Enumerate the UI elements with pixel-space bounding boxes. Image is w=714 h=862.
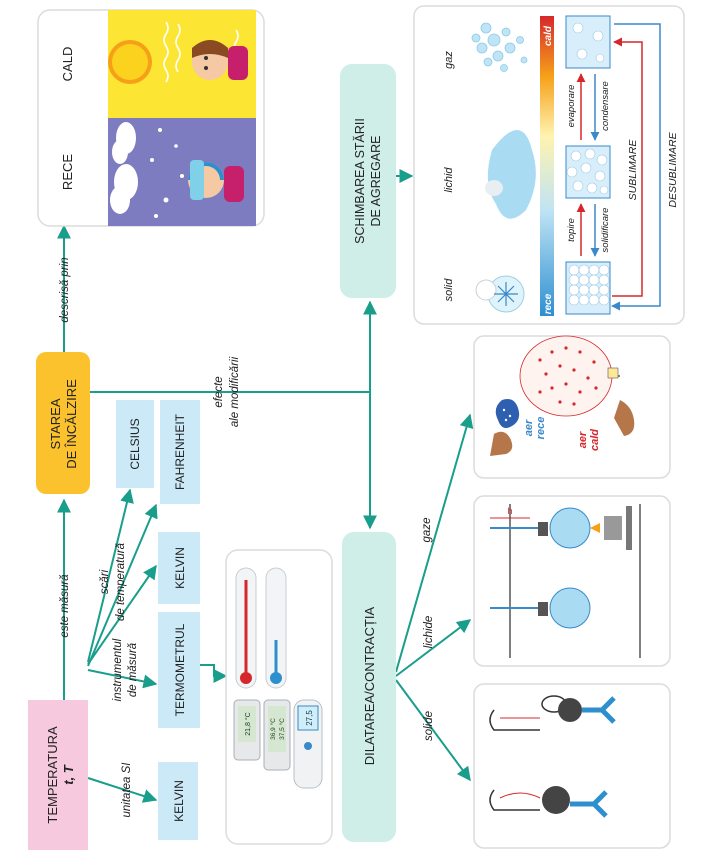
edge-kelvin-si bbox=[87, 777, 158, 803]
gas-particles-box bbox=[565, 15, 611, 69]
label-unitatea-si: unitatea SI bbox=[121, 762, 133, 818]
edge-solide bbox=[395, 679, 471, 782]
label-instrumentul-1: instrumentul bbox=[112, 638, 124, 701]
node-termometrul: TERMOMETRUL bbox=[158, 612, 200, 728]
celsius-label: CELSIUS bbox=[128, 418, 142, 469]
node-kelvin-si: KELVIN bbox=[158, 762, 198, 840]
hot-child-icon bbox=[192, 40, 248, 80]
thermometer-reading-1: 21,8 °C bbox=[244, 712, 252, 735]
hot-balloon-icon bbox=[519, 335, 620, 417]
kelvin-si-label: KELVIN bbox=[172, 780, 186, 822]
arrow-sublimare bbox=[612, 37, 643, 297]
edge-celsius bbox=[87, 488, 134, 663]
liquid-flask-panel: h bbox=[473, 495, 671, 667]
state-label-gaz: gaz bbox=[443, 51, 455, 69]
ice-cube-icon bbox=[475, 275, 525, 313]
label-descrisa-prin: descrisă prin bbox=[59, 257, 71, 322]
node-schimbarea: SCHIMBAREA STĂRII DE AGREGARE bbox=[340, 64, 396, 298]
red-thermometer-icon bbox=[235, 567, 257, 689]
starea-subtitle: DE ÎNCĂLZIRE bbox=[64, 379, 79, 469]
digital-thermometer-icon: 27,5 bbox=[293, 699, 323, 789]
solid-particles-box bbox=[565, 261, 611, 315]
flask-icon bbox=[490, 587, 591, 629]
kelvin-scale-label: KELVIN bbox=[173, 547, 187, 589]
balloon-aer-cald-2: cald bbox=[589, 429, 601, 451]
state-label-lichid: lichid bbox=[443, 167, 455, 193]
arrow-desublimare bbox=[611, 23, 661, 311]
liquid-particles-box bbox=[565, 145, 611, 199]
water-puddle-icon bbox=[485, 130, 536, 219]
balloon-aer-rece-1: aer bbox=[523, 419, 535, 436]
starea-title: STAREA bbox=[48, 398, 63, 449]
gradient-label-rece: rece bbox=[543, 293, 554, 314]
solid-ring-panel bbox=[473, 683, 671, 849]
thermometer-reading-2: 27,5 bbox=[305, 710, 314, 726]
digital-box-thermometer-1: 21,8 °C bbox=[233, 699, 261, 761]
thermometer-reading-3: 36,9 °C bbox=[269, 718, 277, 740]
node-dilatarea: DILATAREA/CONTRACȚIA bbox=[342, 532, 396, 842]
edge-kelvin-scale bbox=[87, 564, 157, 665]
edge-fahrenheit bbox=[87, 503, 158, 667]
heated-flask-icon bbox=[490, 506, 632, 550]
edge-lichide bbox=[395, 619, 472, 677]
label-instrumentul-2: de măsură bbox=[127, 643, 139, 697]
label-scari-1: scări bbox=[99, 569, 111, 594]
state-label-solid: solid bbox=[443, 278, 455, 302]
node-starea: STAREA DE ÎNCĂLZIRE bbox=[36, 352, 90, 494]
cold-child-icon bbox=[188, 160, 244, 202]
balloon-aer-rece-2: rece bbox=[535, 417, 547, 440]
blue-thermometer-icon bbox=[265, 567, 287, 689]
cold-balloon-icon bbox=[495, 399, 520, 428]
label-scari-2: de temperatură bbox=[115, 543, 127, 621]
edge-gaze bbox=[395, 413, 474, 673]
label-gaze: gaze bbox=[421, 518, 433, 543]
hand-icon bbox=[490, 400, 635, 456]
thermometer-panel: 27,5 21,8 °C 36,9 °C 37,5 °C bbox=[225, 549, 333, 845]
label-solide: solide bbox=[423, 711, 435, 741]
heat-label-cald: CALD bbox=[60, 47, 75, 82]
edge-labels: unitatea SI instrumentul de măsură scări… bbox=[59, 257, 435, 817]
fahrenheit-label: FAHRENHEIT bbox=[173, 413, 187, 490]
connectors bbox=[57, 169, 474, 803]
dilatarea-label: DILATAREA/CONTRACȚIA bbox=[362, 606, 377, 765]
node-kelvin-scale: KELVIN bbox=[158, 532, 200, 604]
label-este-masura: este măsură bbox=[59, 574, 71, 637]
edge-termometrul bbox=[87, 669, 158, 689]
gas-balloon-panel: aer rece aer cald bbox=[473, 335, 671, 479]
states-panel: rece cald solid lichid gaz bbox=[413, 5, 685, 325]
thermometer-reading-4: 37,5 °C bbox=[278, 718, 286, 740]
gradient-label-cald: cald bbox=[543, 25, 554, 46]
ring-and-ball-bottom-icon bbox=[489, 786, 608, 818]
heat-panel: CALD RECE bbox=[37, 9, 265, 227]
edge-termometrul-panel bbox=[200, 664, 228, 683]
temperature-gradient-bar bbox=[540, 16, 554, 316]
balloon-aer-cald-1: aer bbox=[577, 431, 589, 448]
node-temperatura: TEMPERATURA t, T bbox=[28, 700, 88, 850]
temperatura-symbol: t, T bbox=[61, 764, 76, 785]
digital-box-thermometer-2: 36,9 °C 37,5 °C bbox=[263, 699, 291, 771]
transition-evaporare: evaporare bbox=[566, 85, 577, 128]
label-efecte-1: efecte bbox=[213, 376, 225, 407]
transition-topire: topire bbox=[566, 218, 577, 242]
transition-solidificare: solidificare bbox=[600, 208, 611, 253]
node-celsius: CELSIUS bbox=[116, 400, 154, 488]
vapor-bubbles-icon bbox=[471, 22, 528, 72]
label-lichide: lichide bbox=[423, 616, 435, 649]
node-fahrenheit: FAHRENHEIT bbox=[160, 400, 200, 504]
ring-and-ball-top-icon bbox=[489, 695, 616, 731]
heat-label-rece: RECE bbox=[60, 154, 75, 190]
label-efecte-2: ale modificării bbox=[229, 356, 241, 427]
height-marker-label: h bbox=[507, 506, 512, 516]
schimbarea-title: SCHIMBAREA STĂRII bbox=[352, 118, 367, 244]
transition-sublimare: SUBLIMARE bbox=[627, 139, 639, 201]
temperatura-title: TEMPERATURA bbox=[45, 726, 60, 824]
termometrul-label: TERMOMETRUL bbox=[173, 623, 187, 716]
schimbarea-subtitle: DE AGREGARE bbox=[369, 136, 383, 227]
snow-clouds-icon bbox=[110, 122, 184, 218]
transition-condensare: condensare bbox=[600, 81, 611, 131]
transition-desublimare: DESUBLIMARE bbox=[667, 131, 679, 207]
